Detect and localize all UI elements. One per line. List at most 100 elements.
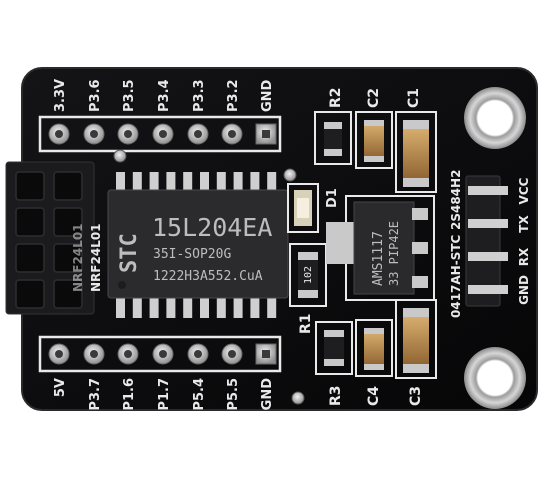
- regulator-line-1: AMS1117: [371, 231, 386, 286]
- header-pad-hole: [194, 350, 202, 358]
- mcu-line-2: 35I-SOP20G: [153, 247, 231, 262]
- header-pad-hole: [262, 130, 270, 138]
- right-header-pin: [468, 186, 508, 195]
- header-pin-label: P1.6: [122, 378, 137, 411]
- header-pin-label: P3.5: [122, 79, 137, 112]
- capacitor-c3: C3: [395, 299, 437, 406]
- nrf-label: NRF24L01: [89, 223, 103, 292]
- top-header-outline: [38, 115, 282, 153]
- mcu-line-3: 1222H3A552.CuA: [153, 269, 263, 284]
- header-pin-label: P3.3: [192, 79, 207, 112]
- header-pad-hole: [262, 350, 270, 358]
- resistor-r2: R2: [314, 87, 352, 165]
- mcu-pin: [149, 172, 159, 192]
- mcu-pin: [183, 296, 193, 318]
- mcu-pin: [132, 296, 142, 318]
- header-pin-label: GND: [260, 378, 275, 411]
- via: [291, 391, 305, 405]
- socket-hole: [53, 279, 83, 309]
- mcu-pin: [200, 172, 209, 192]
- right-header-pin: [468, 285, 508, 294]
- resistor-mark: 102: [303, 266, 314, 284]
- mcu-pin: [216, 296, 226, 318]
- header-pin-label: P1.7: [157, 378, 172, 411]
- mcu-pin: [166, 296, 176, 318]
- header-pin-label: P5.4: [192, 378, 207, 411]
- mcu-line-1: 15L204EA: [152, 213, 272, 242]
- via: [113, 149, 127, 163]
- label-c1: C1: [406, 88, 422, 108]
- mcu-pin: [250, 172, 260, 192]
- mcu-pin: [267, 296, 277, 318]
- socket-hole: [15, 243, 45, 273]
- right-header-label: GND: [517, 275, 531, 305]
- resistor-r3: R3: [315, 321, 353, 406]
- header-pad-hole: [194, 130, 202, 138]
- mounting-hole-bottom: [464, 347, 526, 409]
- right-header-label: TX: [517, 215, 531, 233]
- mcu-pin: [116, 296, 125, 318]
- label-d1: D1: [325, 188, 340, 208]
- capacitor-c1: C1: [395, 88, 437, 193]
- mcu-pin: [216, 172, 226, 192]
- mcu-pin: [233, 172, 243, 192]
- bottom-header-pads: [48, 343, 277, 365]
- header-pad-hole: [90, 350, 98, 358]
- top-header-pads: [48, 123, 277, 145]
- header-pin-label: P3.4: [157, 79, 172, 112]
- header-pin-label: P3.7: [88, 378, 103, 411]
- board-code-bottom: 0417AH-STC: [449, 234, 463, 318]
- label-c2: C2: [366, 88, 382, 108]
- right-header-pin: [468, 219, 508, 228]
- label-r3: R3: [328, 385, 344, 406]
- header-pin-label: P3.2: [226, 79, 241, 112]
- header-pad-hole: [90, 130, 98, 138]
- header-pad-hole: [228, 350, 236, 358]
- right-header-label: RX: [517, 247, 531, 266]
- resistor-102: 102: [289, 243, 327, 307]
- nrf-label-top: NRF24L01: [71, 223, 85, 292]
- header-pin-label: 5V: [53, 378, 68, 397]
- capacitor-c2: C2: [355, 88, 393, 169]
- right-header-pin: [468, 252, 508, 261]
- via: [283, 168, 297, 182]
- nrf24l01-socket: NRF24L01 NRF24L01: [5, 161, 103, 315]
- mcu-pin: [132, 172, 142, 192]
- socket-hole: [53, 171, 83, 201]
- label-r1: R1: [298, 313, 314, 334]
- mcu-pin: [250, 296, 260, 318]
- bottom-header-labels: 5V P3.7 P1.6 P1.7 P5.4 P5.5 GND: [53, 378, 275, 411]
- socket-hole: [15, 279, 45, 309]
- mounting-hole-top: [464, 87, 526, 149]
- mcu-pin: [233, 296, 243, 318]
- label-r2: R2: [328, 87, 344, 108]
- header-pad-hole: [124, 130, 132, 138]
- socket-hole: [15, 207, 45, 237]
- right-header-labels: GND RX TX VCC: [517, 177, 531, 305]
- mcu-pin: [116, 172, 125, 192]
- mcu-pin: [200, 296, 209, 318]
- header-pin-label: 3.3V: [53, 79, 68, 112]
- header-pad-hole: [159, 130, 167, 138]
- mcu-pin: [267, 172, 277, 192]
- header-pad-hole: [55, 130, 63, 138]
- label-c3: C3: [408, 386, 424, 406]
- capacitor-c4: C4: [355, 319, 393, 406]
- header-pin-label: P3.6: [88, 79, 103, 112]
- regulator-line-2: 33 PIP42E: [387, 221, 401, 286]
- socket-hole: [53, 207, 83, 237]
- socket-hole: [53, 243, 83, 273]
- bottom-header-outline: [38, 335, 282, 373]
- mcu-pin: [166, 172, 176, 192]
- voltage-regulator: AMS1117 33 PIP42E: [326, 195, 435, 301]
- header-pad-hole: [55, 350, 63, 358]
- board-code-top: 2S484H2: [449, 170, 463, 230]
- mcu-chip: STC 15L204EA 35I-SOP20G 1222H3A552.CuA: [107, 172, 289, 318]
- led-d1: D1: [287, 183, 340, 233]
- mcu-pin: [149, 296, 159, 318]
- header-pin-label: P5.5: [226, 378, 241, 411]
- right-header-label: VCC: [517, 177, 531, 204]
- right-header: [465, 175, 508, 307]
- header-pad-hole: [228, 130, 236, 138]
